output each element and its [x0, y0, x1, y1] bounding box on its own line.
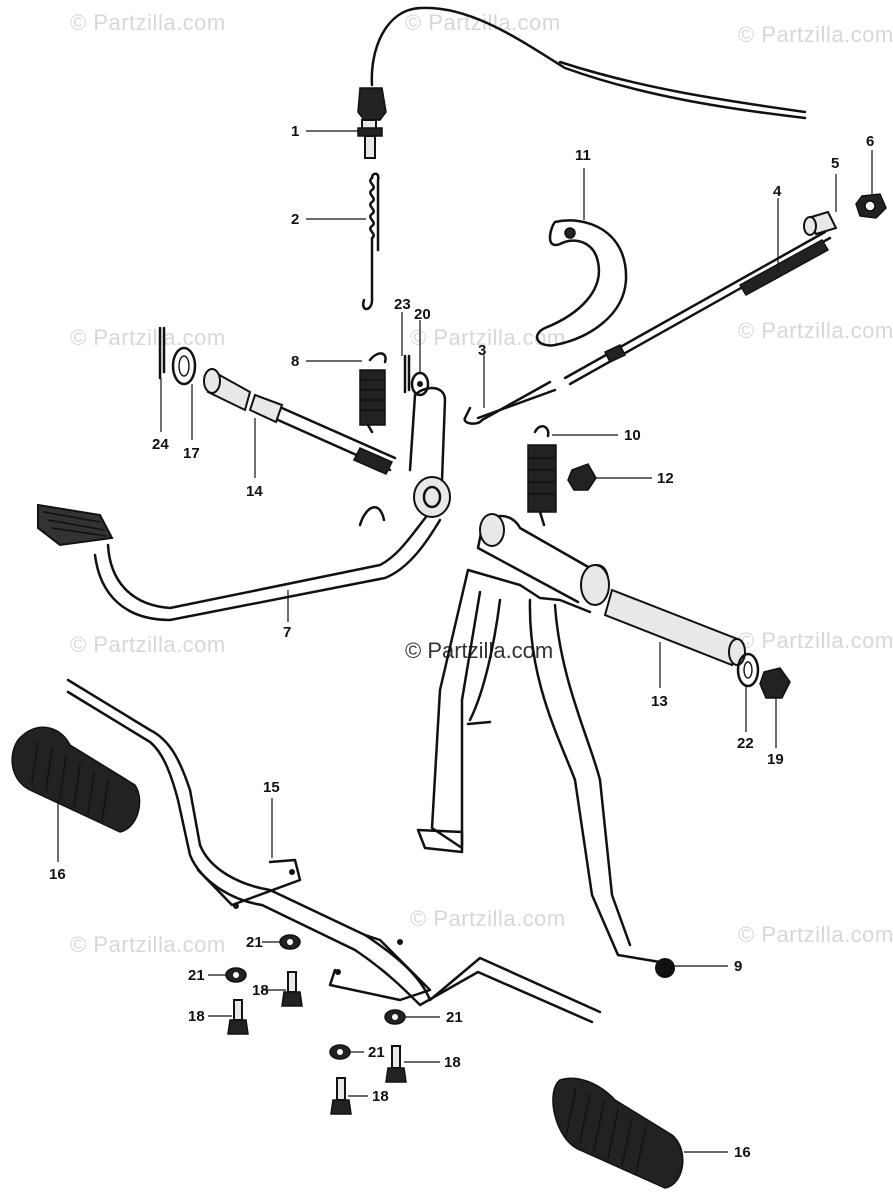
watermark: © Partzilla.com — [405, 10, 561, 35]
callout-11: 11 — [575, 147, 591, 164]
callout-8: 8 — [291, 353, 300, 370]
part-24-cotter-pin — [158, 326, 166, 380]
part-3-lever-pin — [463, 380, 557, 425]
brake-cable — [370, 6, 807, 120]
callout-24: 24 — [152, 436, 169, 453]
watermark: © Partzilla.com — [738, 922, 893, 947]
callout-16b: 16 — [734, 1144, 751, 1161]
part-15-step-bar — [66, 678, 602, 1024]
part-13-stand-shaft — [603, 588, 746, 667]
watermark: © Partzilla.com — [70, 632, 226, 657]
callout-18a: 18 — [252, 982, 269, 999]
callout-18b: 18 — [188, 1008, 205, 1025]
callout-19: 19 — [767, 751, 784, 768]
callout-4: 4 — [773, 183, 782, 200]
part-1-cable-adjuster — [357, 87, 387, 159]
part-21-nut-b — [225, 967, 247, 983]
part-18-bolt-a — [281, 971, 303, 1007]
watermark: © Partzilla.com — [738, 628, 893, 653]
watermark: © Partzilla.com — [410, 325, 566, 350]
callout-21d: 21 — [368, 1044, 385, 1061]
callout-20: 20 — [414, 306, 431, 323]
callout-18c: 18 — [444, 1054, 461, 1071]
callout-5: 5 — [831, 155, 840, 172]
part-11-bracket — [535, 219, 628, 347]
part-4-brake-rod — [563, 230, 832, 386]
part-21-nut-c — [384, 1009, 406, 1025]
part-16-footpeg-rubber-right — [552, 1077, 684, 1189]
part-8-spring — [359, 352, 387, 434]
leader-lines — [57, 130, 873, 1153]
part-18-bolt-b — [227, 999, 249, 1035]
part-9-main-stand — [416, 513, 675, 978]
callout-14: 14 — [246, 483, 263, 500]
callout-3: 3 — [478, 342, 487, 359]
callout-6: 6 — [866, 133, 875, 150]
part-21-nut-a — [279, 934, 301, 950]
part-20-washer — [410, 371, 430, 397]
part-2-spring — [361, 172, 380, 311]
watermark: © Partzilla.com — [738, 22, 893, 47]
callout-12: 12 — [657, 470, 674, 487]
part-14-pivot-shaft — [203, 368, 397, 475]
callout-23: 23 — [394, 296, 411, 313]
watermark: © Partzilla.com — [70, 932, 226, 957]
callout-2: 2 — [291, 211, 300, 228]
callout-18d: 18 — [372, 1088, 389, 1105]
part-5-sleeve — [803, 210, 838, 236]
part-17-washer — [171, 346, 197, 386]
part-7-brake-pedal — [37, 386, 451, 622]
callout-13: 13 — [651, 693, 668, 710]
watermark-center: © Partzilla.com — [405, 638, 554, 663]
part-22-washer — [736, 652, 760, 688]
callout-9: 9 — [734, 958, 743, 975]
callout-10: 10 — [624, 427, 641, 444]
part-18-bolt-c — [385, 1045, 407, 1083]
callout-1: 1 — [291, 123, 300, 140]
callout-15: 15 — [263, 779, 280, 796]
callout-21b: 21 — [188, 967, 205, 984]
part-12-nut — [567, 463, 597, 491]
callout-21a: 21 — [246, 934, 263, 951]
part-6-nut — [855, 193, 887, 219]
watermark: © Partzilla.com — [70, 10, 226, 35]
part-23-pin — [403, 354, 411, 394]
callout-17: 17 — [183, 445, 200, 462]
watermark: © Partzilla.com — [410, 906, 566, 931]
callout-22: 22 — [737, 735, 754, 752]
watermark: © Partzilla.com — [738, 318, 893, 343]
part-21-nut-d — [329, 1044, 351, 1060]
part-10-spring — [527, 424, 557, 527]
part-16-footpeg-rubber-left — [11, 726, 141, 833]
callout-21c: 21 — [446, 1009, 463, 1026]
part-18-bolt-d — [330, 1077, 352, 1115]
callout-16a: 16 — [49, 866, 66, 883]
callout-7: 7 — [283, 624, 292, 641]
watermark: © Partzilla.com — [70, 325, 226, 350]
part-19-nut — [759, 667, 791, 699]
